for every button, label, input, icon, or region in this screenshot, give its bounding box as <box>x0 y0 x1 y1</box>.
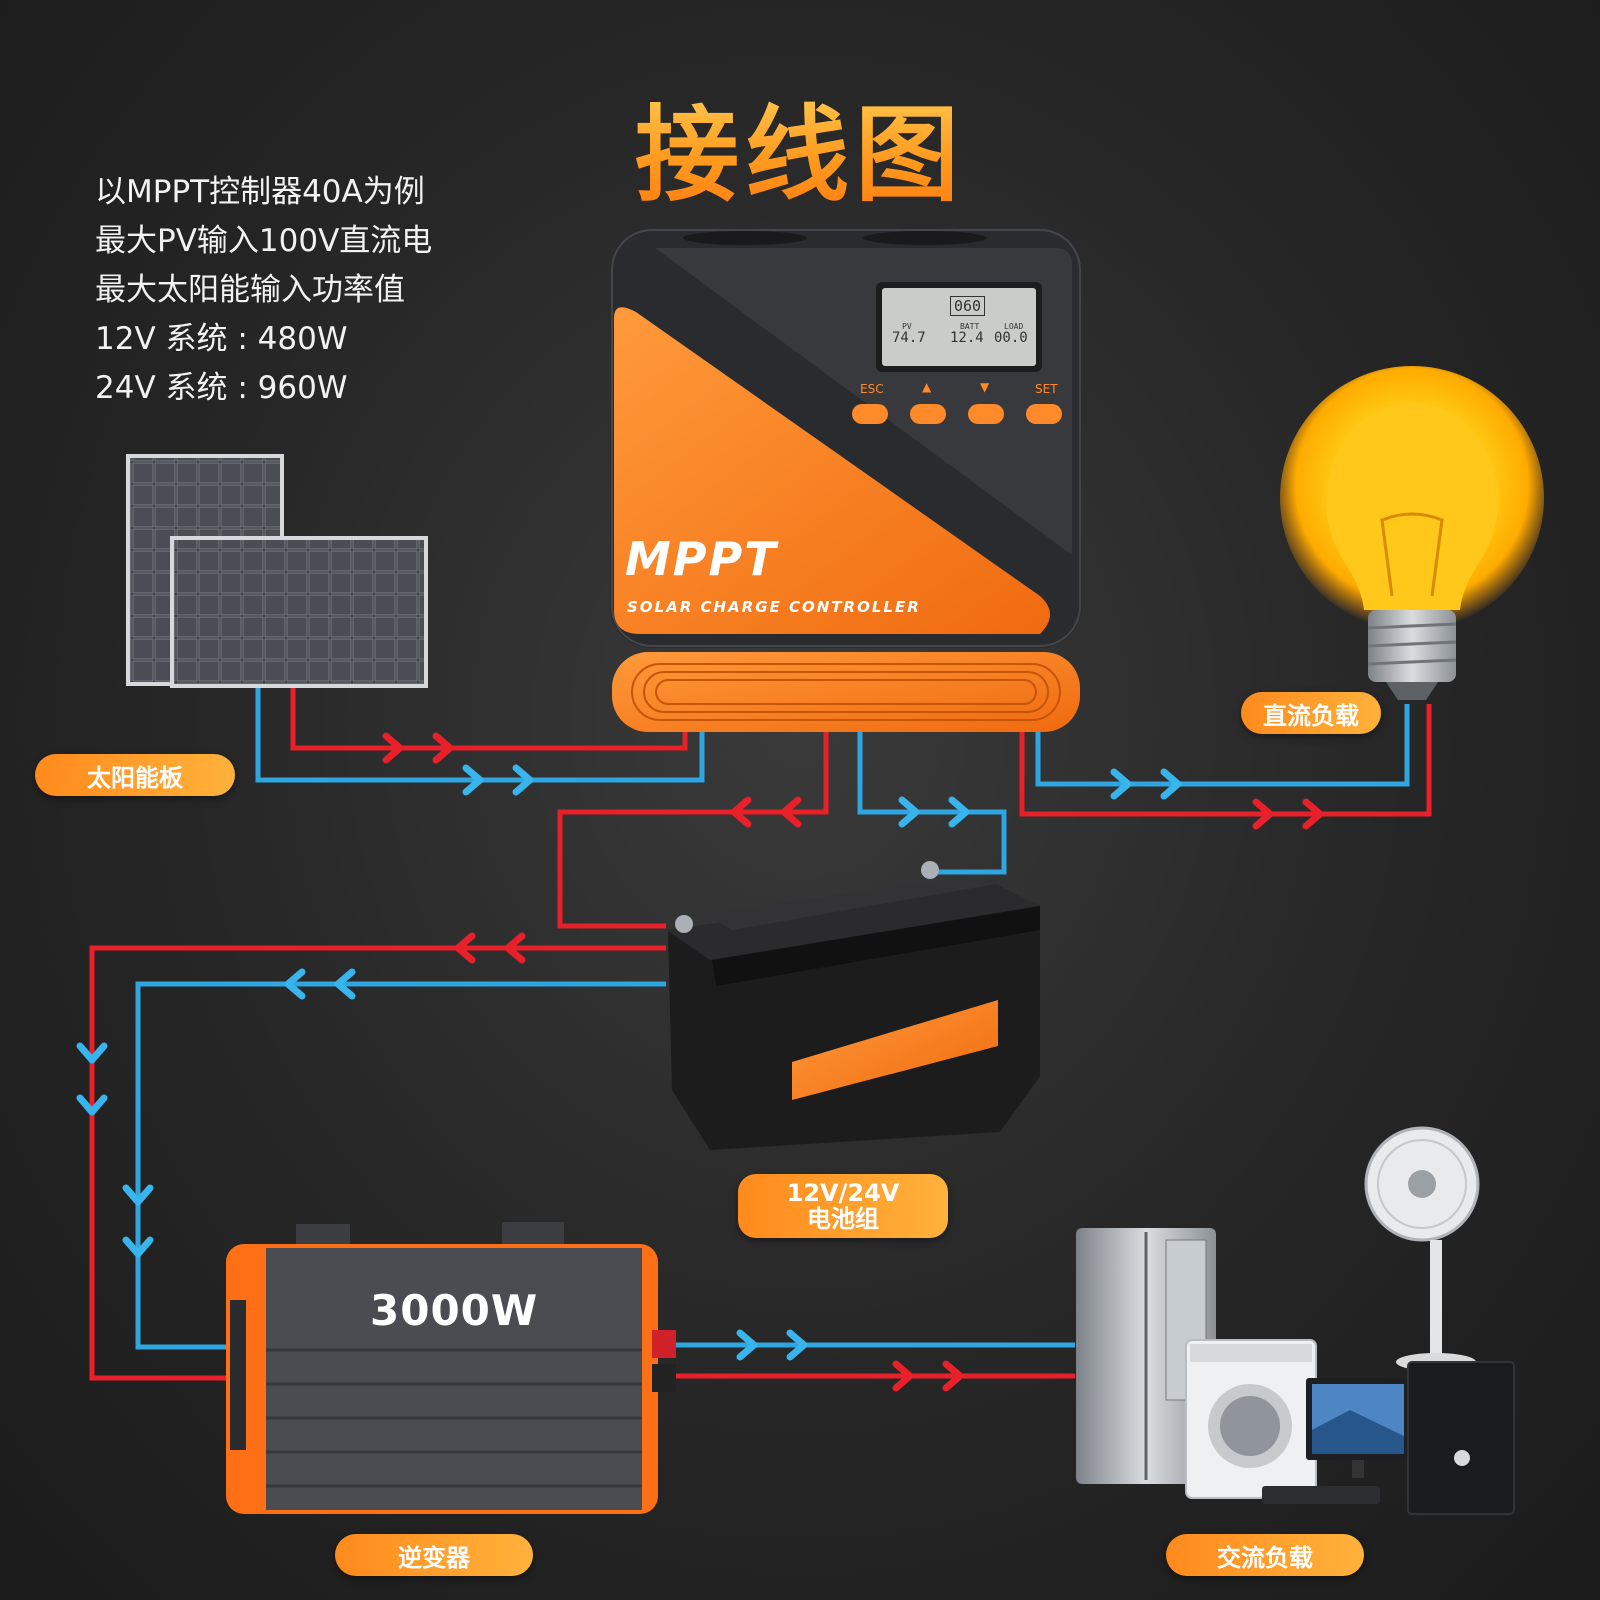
battery-label: 12V/24V 电池组 <box>738 1174 948 1238</box>
monitor-icon <box>1262 1378 1410 1504</box>
battery-icon <box>666 861 1040 1150</box>
dc-load-label: 直流负载 <box>1241 692 1381 734</box>
arrow-right-dc-blue <box>1110 768 1182 800</box>
lcd-batt-label: BATT <box>960 322 980 331</box>
dcload-negative-wire <box>1035 704 1410 787</box>
up-button-label: ▲ <box>922 380 932 394</box>
solar-panel-label: 太阳能板 <box>35 754 235 796</box>
spec-line: 以MPPT控制器40A为例 <box>95 174 425 210</box>
arrow-right-solar-red <box>382 732 454 764</box>
inverter-positive-wire <box>89 945 666 1381</box>
solar-positive-wire <box>290 688 688 751</box>
arrow-left-battery-red <box>730 796 802 828</box>
washing-machine-icon <box>1185 1339 1317 1499</box>
battery-negative-wire <box>857 732 1007 875</box>
lcd-load-label: LOAD <box>1004 322 1024 331</box>
controller-subtitle: SOLAR CHARGE CONTROLLER <box>627 598 921 616</box>
fridge-icon <box>1076 1228 1216 1484</box>
wires <box>89 688 1432 1381</box>
light-bulb-icon <box>1280 366 1544 700</box>
spec-line: 最大太阳能输入功率值 <box>95 272 405 308</box>
down-button[interactable] <box>968 404 1004 424</box>
spec-list: 以MPPT控制器40A为例 最大PV输入100V直流电 最大太阳能输入功率值 1… <box>95 168 432 413</box>
arrow-right-dc-red <box>1252 798 1324 830</box>
lcd-pv-value: 74.7 <box>892 330 926 346</box>
arrow-right-solar-blue <box>462 764 534 796</box>
esc-button[interactable] <box>852 404 888 424</box>
spec-line: 12V 系统 : 480W <box>95 321 348 357</box>
lcd-pv-label: PV <box>902 322 912 331</box>
battery-label-name: 电池组 <box>807 1205 879 1233</box>
spec-line: 最大PV输入100V直流电 <box>95 223 433 259</box>
esc-button-label: ESC <box>860 382 884 396</box>
spec-line: 24V 系统 : 960W <box>95 370 348 406</box>
inverter-negative-wire <box>135 981 666 1350</box>
controller-brand: MPPT <box>625 532 778 586</box>
set-button-label: SET <box>1035 382 1058 396</box>
battery-label-voltage: 12V/24V <box>786 1179 900 1207</box>
ac-load-label: 交流负载 <box>1166 1534 1364 1576</box>
arrow-down-blue-vertical <box>122 1184 154 1258</box>
fan-icon <box>1364 1126 1480 1371</box>
dcload-positive-wire <box>1019 704 1432 817</box>
pc-tower-icon <box>1407 1361 1515 1515</box>
inverter-label: 逆变器 <box>335 1534 533 1576</box>
arrow-right-battery-blue <box>898 796 970 828</box>
page-title: 接线图 <box>0 70 1600 221</box>
lcd-batt-value: 12.4 <box>950 330 984 346</box>
up-button[interactable] <box>910 404 946 424</box>
flow-arrows <box>76 732 1324 1392</box>
arrow-left-inv-blue <box>284 968 356 1000</box>
inverter-icon <box>226 1222 676 1514</box>
arrow-right-ac-red <box>892 1360 964 1392</box>
mppt-controller-icon <box>610 228 1082 732</box>
set-button[interactable] <box>1026 404 1062 424</box>
arrow-left-inv-red <box>454 932 526 964</box>
arrow-down-red-vertical <box>76 1042 108 1116</box>
arrow-right-ac-blue <box>736 1329 808 1361</box>
solar-panel-icon <box>126 454 428 688</box>
battery-positive-wire <box>557 732 829 929</box>
lcd-load-value: 00.0 <box>994 330 1028 346</box>
controller-buttons <box>852 404 1062 424</box>
inverter-rating: 3000W <box>370 1286 539 1335</box>
down-button-label: ▼ <box>980 380 990 394</box>
lcd-percent: 060 <box>950 296 986 316</box>
